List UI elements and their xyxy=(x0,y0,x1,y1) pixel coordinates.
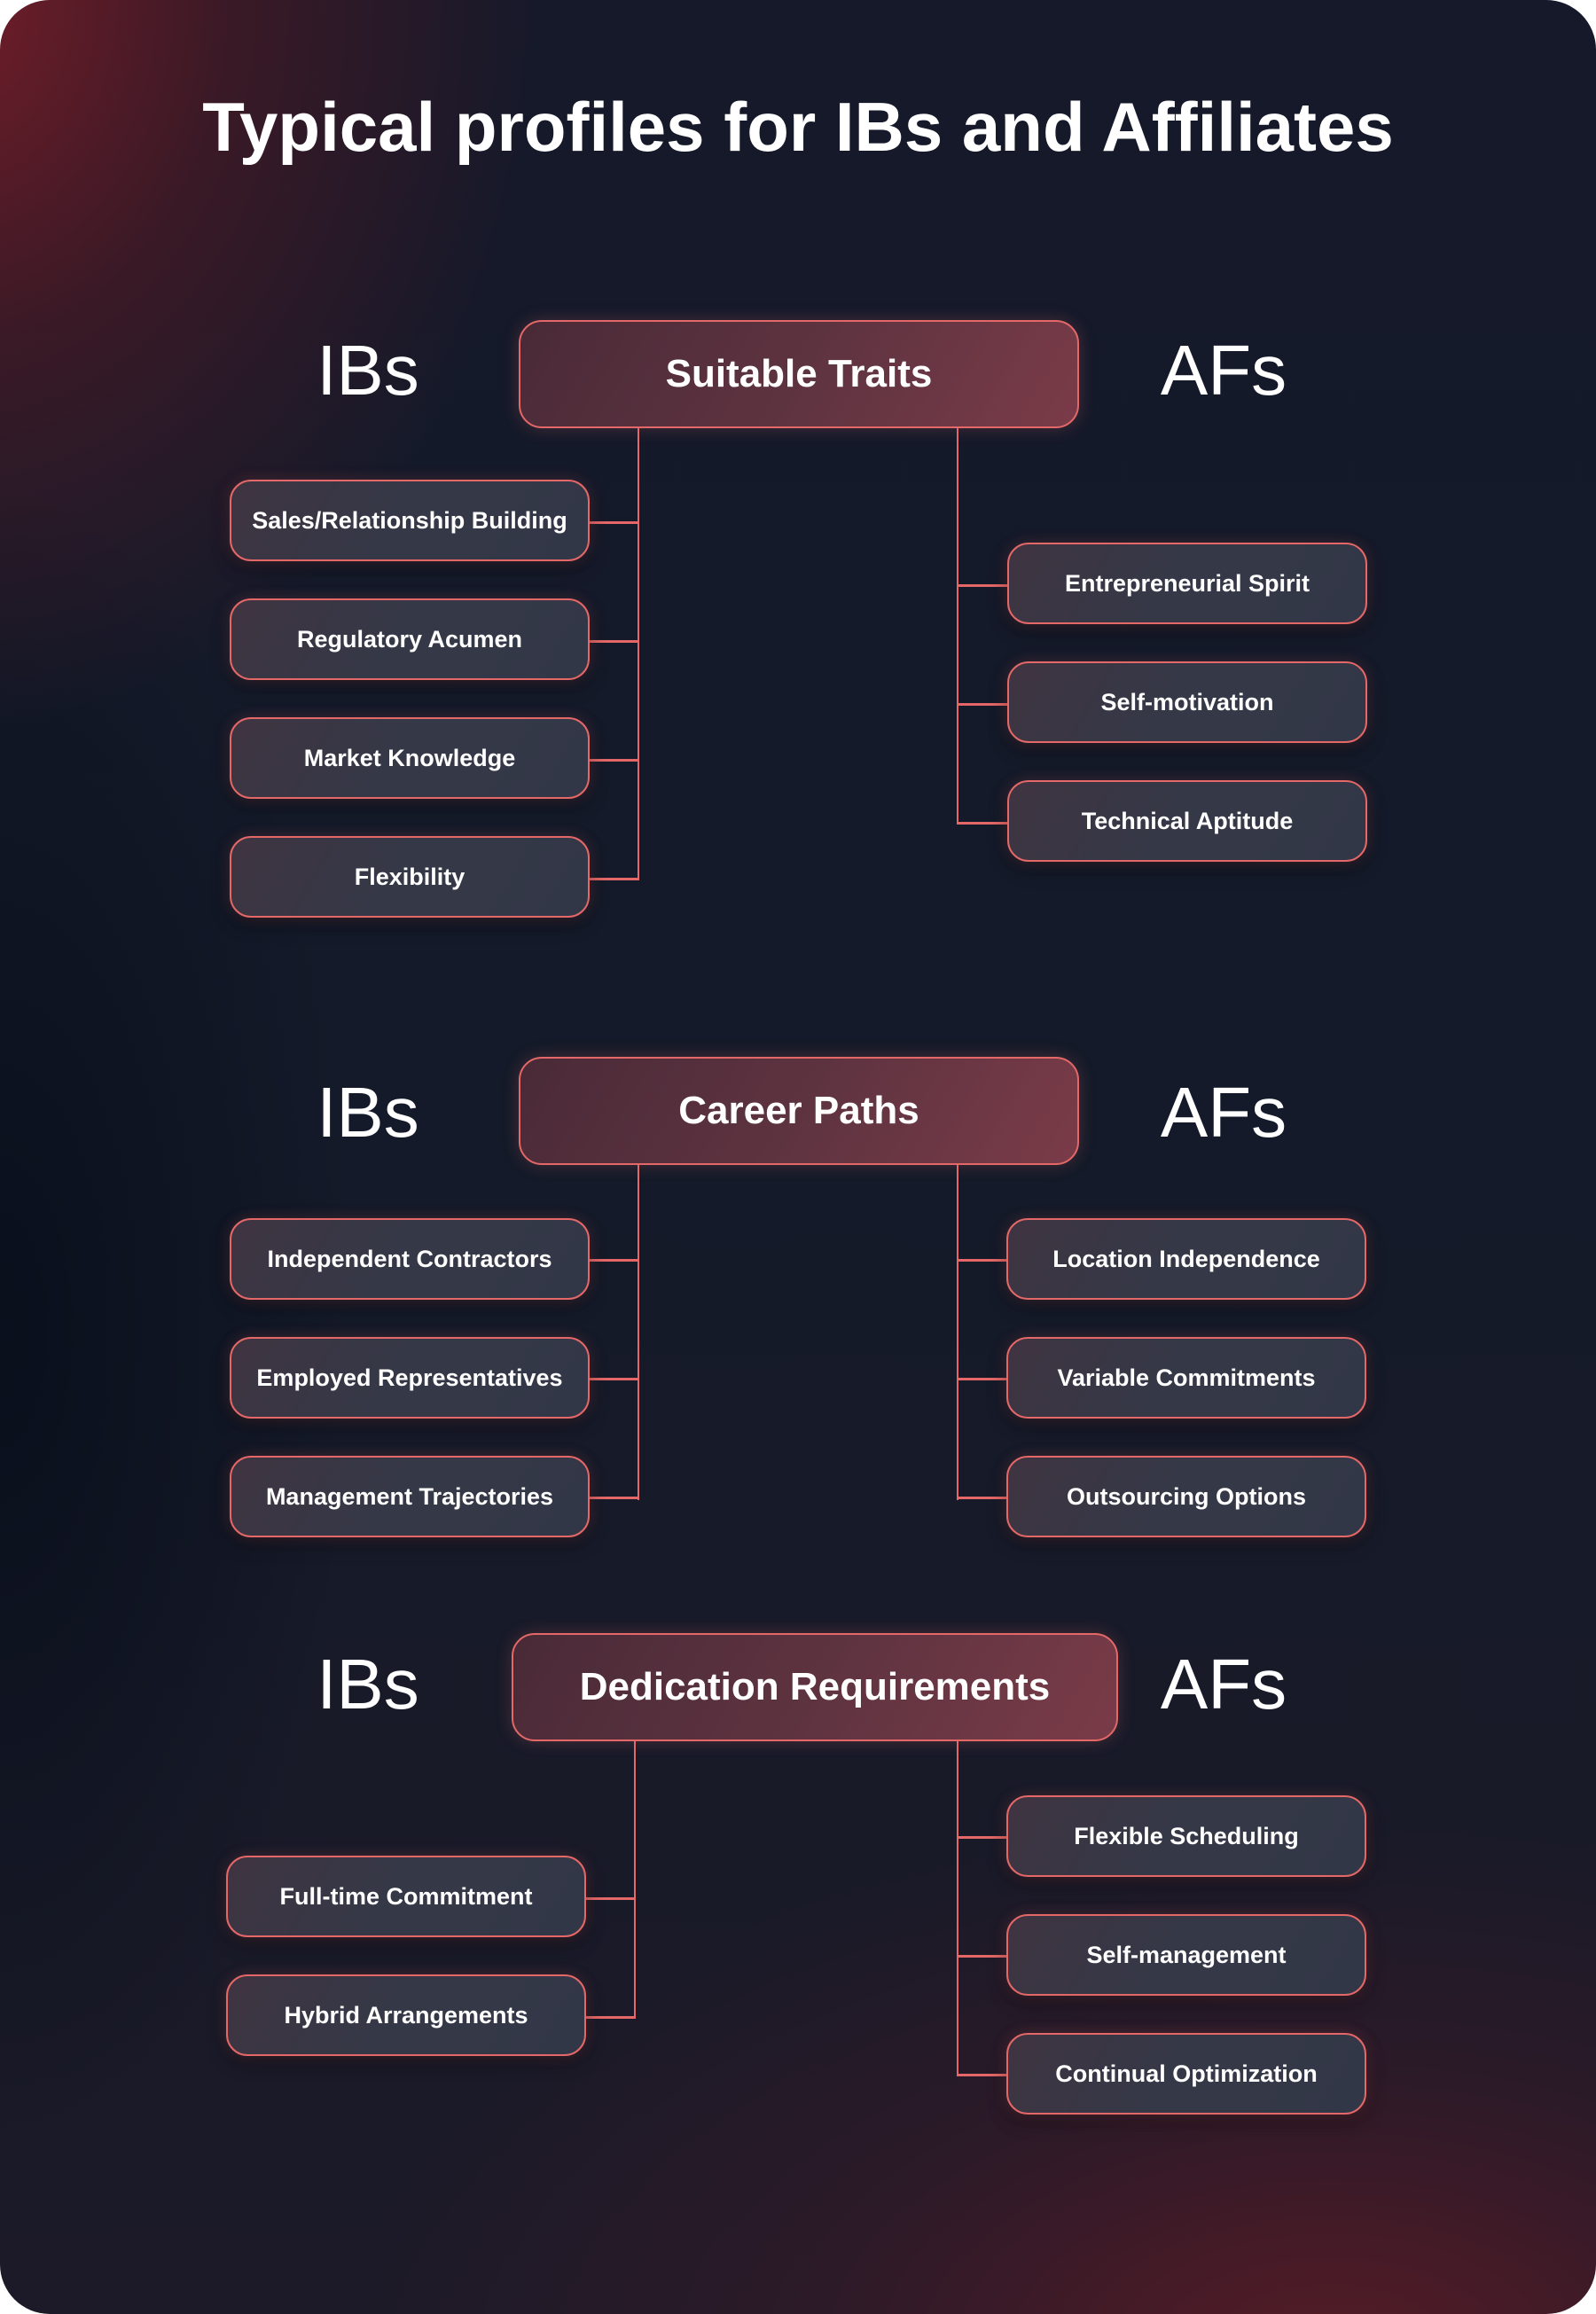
af-dedication-item: Flexible Scheduling xyxy=(1006,1795,1366,1877)
af-trait-item: Technical Aptitude xyxy=(1007,780,1367,862)
connector-line xyxy=(589,1378,639,1380)
af-dedication-item: Self-management xyxy=(1006,1914,1366,1996)
connector-line xyxy=(957,584,1008,587)
connector-line xyxy=(585,1897,636,1900)
connector-line xyxy=(585,2016,636,2019)
ib-career-item: Management Trajectories xyxy=(230,1456,590,1537)
af-career-item: Variable Commitments xyxy=(1006,1337,1366,1419)
af-trait-item: Entrepreneurial Spirit xyxy=(1007,543,1367,624)
afs-label: AFs xyxy=(1160,1645,1287,1724)
ib-trait-item: Flexibility xyxy=(230,836,590,918)
ib-dedication-item: Hybrid Arrangements xyxy=(226,1974,586,2056)
connector-line xyxy=(957,1259,1008,1262)
section-header: Dedication Requirements xyxy=(512,1633,1118,1741)
afs-label: AFs xyxy=(1160,331,1287,410)
ib-trait-item: Regulatory Acumen xyxy=(230,598,590,680)
connector-line xyxy=(638,428,639,880)
ibs-label: IBs xyxy=(317,331,419,410)
af-trait-item: Self-motivation xyxy=(1007,661,1367,743)
connector-line xyxy=(957,1955,1008,1958)
connector-line xyxy=(589,1497,639,1499)
connector-line xyxy=(957,1378,1008,1380)
connector-line xyxy=(957,1836,1008,1839)
page-title: Typical profiles for IBs and Affiliates xyxy=(202,88,1394,166)
connector-line xyxy=(634,1741,636,2019)
connector-line xyxy=(589,1259,639,1262)
connector-line xyxy=(957,1741,958,2076)
af-career-item: Outsourcing Options xyxy=(1006,1456,1366,1537)
connector-line xyxy=(589,640,639,643)
afs-label: AFs xyxy=(1160,1073,1287,1152)
connector-line xyxy=(957,1497,1008,1499)
af-career-item: Location Independence xyxy=(1006,1218,1366,1300)
ib-dedication-item: Full-time Commitment xyxy=(226,1856,586,1937)
af-dedication-item: Continual Optimization xyxy=(1006,2033,1366,2115)
connector-line xyxy=(589,878,639,880)
ib-trait-item: Sales/Relationship Building xyxy=(230,480,590,561)
connector-line xyxy=(957,703,1008,706)
ibs-label: IBs xyxy=(317,1645,419,1724)
section-header: Suitable Traits xyxy=(519,320,1079,428)
section-header: Career Paths xyxy=(519,1057,1079,1165)
connector-line xyxy=(957,822,1008,825)
connector-line xyxy=(957,1165,958,1500)
ib-career-item: Employed Representatives xyxy=(230,1337,590,1419)
connector-line xyxy=(589,759,639,762)
connector-line xyxy=(638,1165,639,1500)
connector-line xyxy=(589,521,639,524)
ibs-label: IBs xyxy=(317,1073,419,1152)
connector-line xyxy=(957,2074,1008,2076)
ib-career-item: Independent Contractors xyxy=(230,1218,590,1300)
ib-trait-item: Market Knowledge xyxy=(230,717,590,799)
connector-line xyxy=(957,428,958,824)
